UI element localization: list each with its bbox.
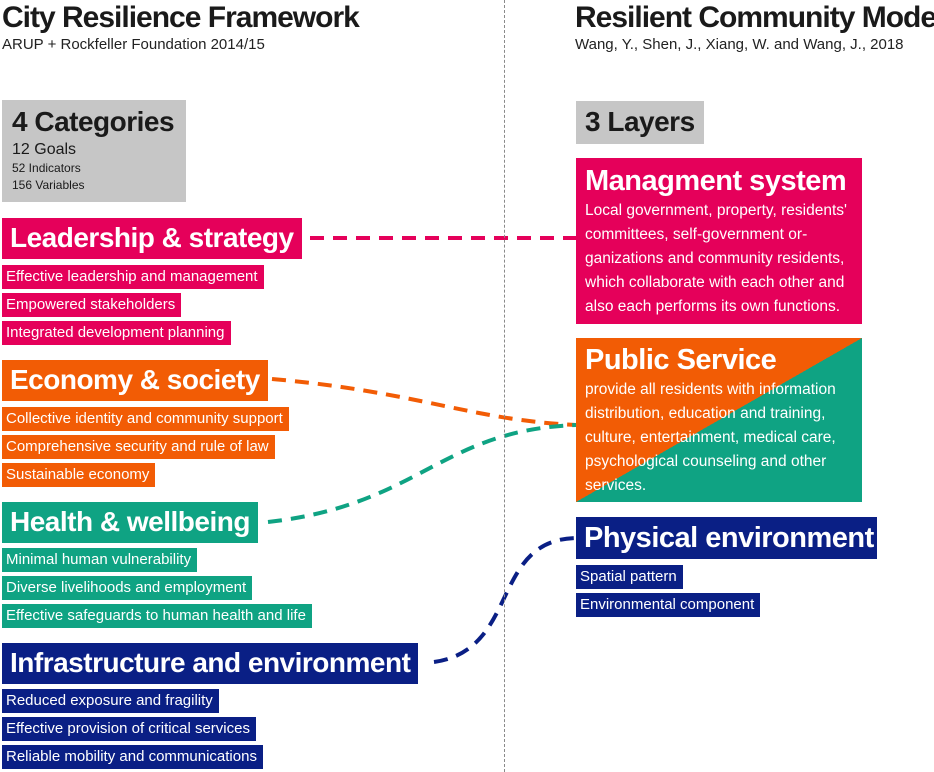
goal-item: Effective leadership and management [2, 265, 264, 289]
goal-item: Sustainable economy [2, 463, 156, 487]
indicators-count: 52 Indicators [12, 161, 81, 175]
right-subtitle: Wang, Y., Shen, J., Xiang, W. and Wang, … [575, 36, 904, 53]
connector-economy-public-service [271, 377, 577, 427]
layers-heading: 3 Layers [585, 106, 695, 137]
categories-heading: 4 Categories [12, 106, 175, 137]
layer-title: Managment system [585, 165, 847, 197]
layer-title: Public Service [585, 344, 777, 376]
category-economy-society: Economy & society [2, 360, 268, 401]
goal-item: Minimal human vulnerability [2, 548, 198, 572]
goal-item: Reduced exposure and fragility [2, 689, 219, 713]
left-subtitle: ARUP + Rockfeller Foundation 2014/15 [2, 36, 265, 53]
goal-item: Collective identity and community suppor… [2, 407, 289, 431]
layers-summary-box: 3 Layers [576, 101, 704, 144]
connector-infrastructure-physical [433, 536, 577, 664]
layer-description: Local government, property, residents' c… [585, 202, 848, 315]
category-leadership-strategy: Leadership & strategy [2, 218, 302, 259]
category-infrastructure-environment: Infrastructure and environment [2, 643, 419, 684]
layer-item: Environmental component [576, 593, 761, 617]
center-divider [504, 0, 505, 772]
left-title: City Resilience Framework [2, 1, 360, 34]
categories-summary-box: 4 Categories 12 Goals 52 Indicators 156 … [2, 100, 186, 202]
layer-public-service: Public Service provide all residents wit… [576, 338, 862, 502]
layer-physical-environment: Physical environment [576, 517, 877, 559]
goal-item: Comprehensive security and rule of law [2, 435, 275, 459]
goal-item: Reliable mobility and communications [2, 745, 263, 769]
layer-item: Spatial pattern [576, 565, 683, 589]
connector-health-public-service [267, 423, 577, 524]
layer-description: provide all residents with information d… [585, 381, 836, 494]
layer-management-system: Managment system Local government, prope… [576, 158, 862, 324]
goal-item: Effective provision of critical services [2, 717, 256, 741]
category-health-wellbeing: Health & wellbeing [2, 502, 258, 543]
goal-item: Diverse livelihoods and employment [2, 576, 253, 600]
goals-count: 12 Goals [12, 141, 77, 158]
goal-item: Empowered stakeholders [2, 293, 182, 317]
goal-item: Effective safeguards to human health and… [2, 604, 312, 628]
variables-count: 156 Variables [12, 178, 85, 192]
goal-item: Integrated development planning [2, 321, 231, 345]
right-title: Resilient Community Model [575, 1, 934, 34]
